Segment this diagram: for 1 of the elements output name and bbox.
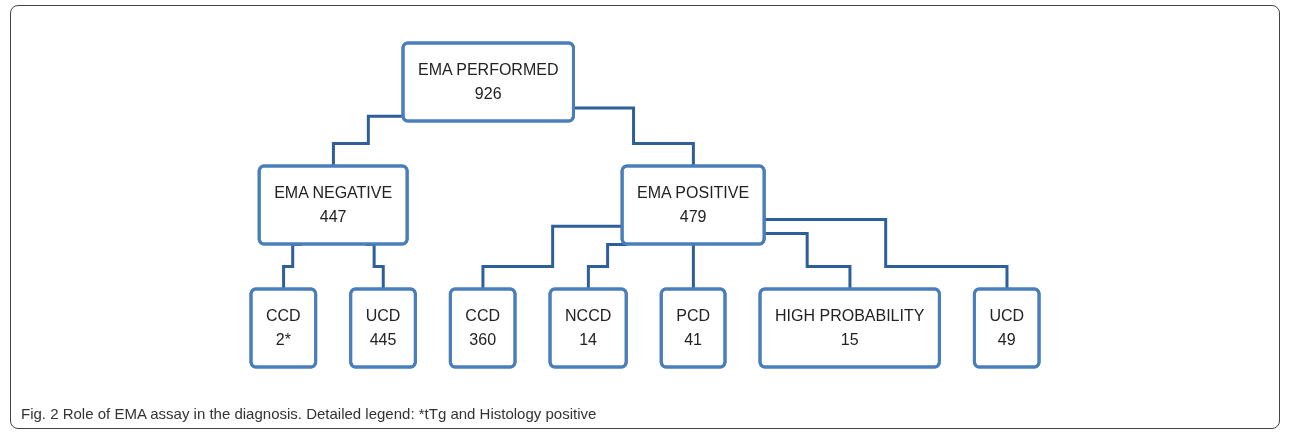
figure-caption: Fig. 2 Role of EMA assay in the diagnosis. Detailed legend: *tTg and Histology positive [21, 405, 597, 422]
